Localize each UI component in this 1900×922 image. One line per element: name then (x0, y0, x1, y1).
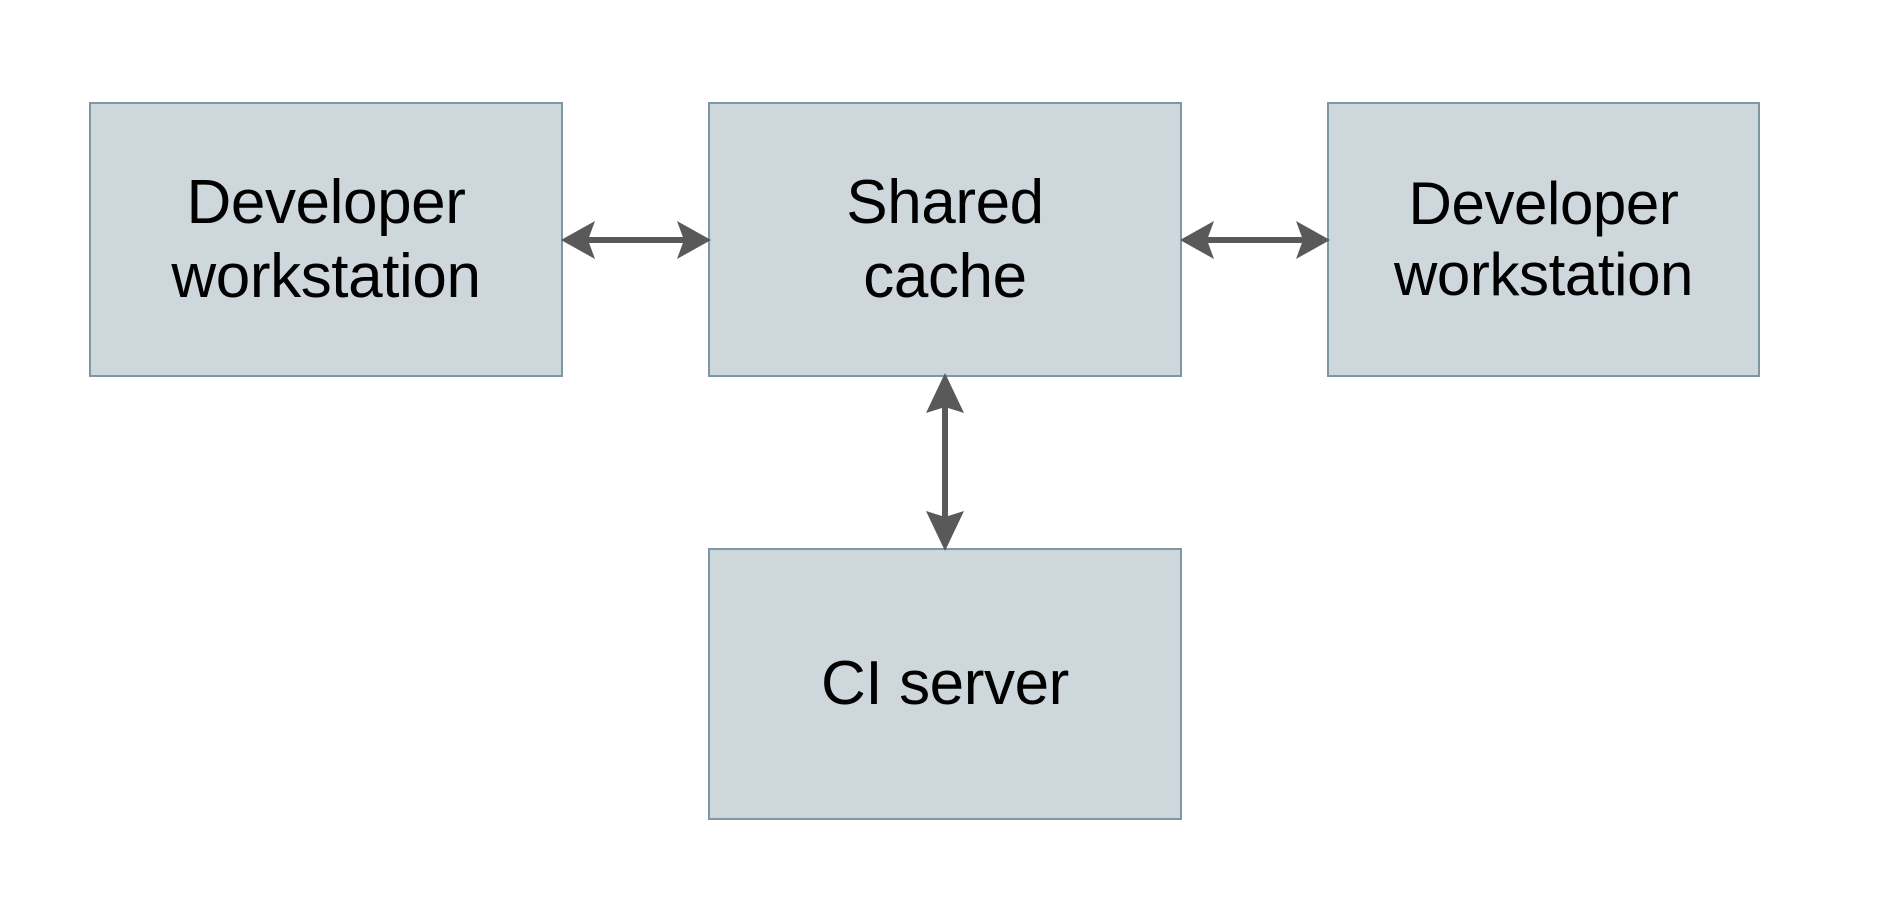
node-shared-cache[interactable]: Shared cache (708, 102, 1182, 377)
edge-dev-left-shared-cache (561, 221, 711, 259)
node-label: Shared cache (846, 168, 1044, 311)
node-developer-workstation-left[interactable]: Developer workstation (89, 102, 563, 377)
double-arrow-icon (561, 221, 711, 259)
node-label: Developer workstation (1393, 169, 1694, 308)
node-ci-server[interactable]: CI server (708, 548, 1182, 820)
edge-shared-cache-ci-server (926, 373, 964, 551)
node-label: Developer workstation (171, 168, 481, 311)
edge-shared-cache-dev-right (1180, 221, 1330, 259)
double-arrow-icon (926, 373, 964, 551)
double-arrow-icon (1180, 221, 1330, 259)
node-label: CI server (821, 649, 1069, 719)
node-developer-workstation-right[interactable]: Developer workstation (1327, 102, 1760, 377)
